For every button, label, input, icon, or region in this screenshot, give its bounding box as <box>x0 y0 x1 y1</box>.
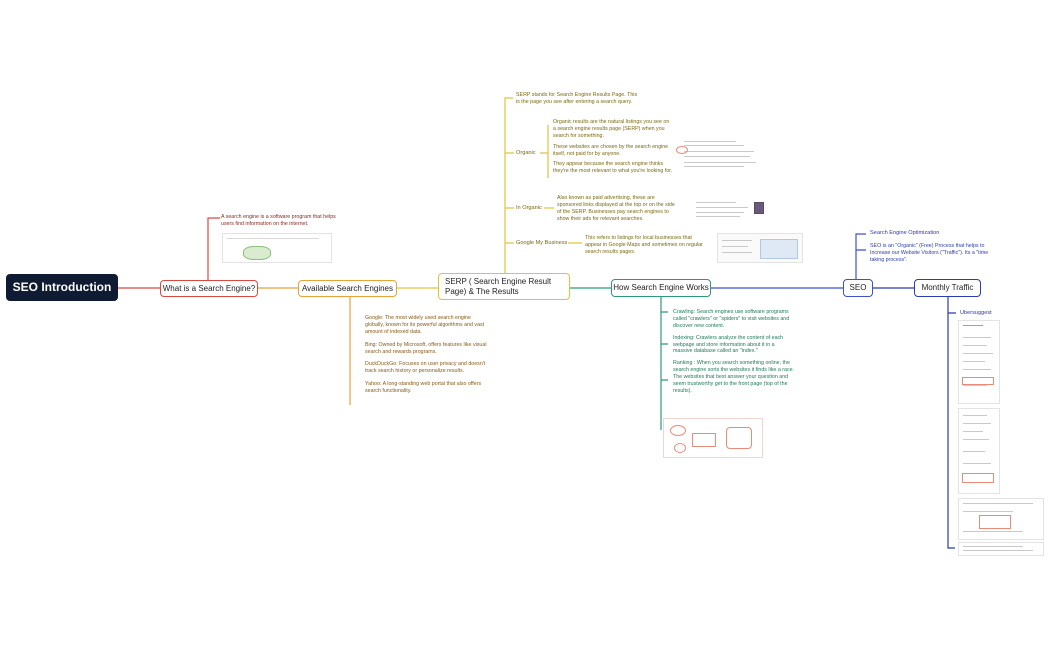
engine-note-bing: Bing: Owned by Microsoft, offers feature… <box>365 341 487 355</box>
engine-note-yahoo: Yahoo: A long-standing web portal that a… <box>365 381 482 394</box>
monthly-traffic-node[interactable]: Monthly Traffic <box>914 279 981 297</box>
how-note-ranking: Ranking : When you search something onli… <box>673 360 795 394</box>
organic-notes: Organic results are the natural listings… <box>553 119 673 175</box>
seo-description: SEO is an "Organic" (Free) Process that … <box>870 243 989 263</box>
engine-note-duckduckgo: DuckDuckGo: Focuses on user privacy and … <box>365 361 486 375</box>
ubersuggest-label[interactable]: Ubersuggest <box>960 310 992 316</box>
in-organic-thumbnail <box>682 196 768 222</box>
gmb-thumbnail <box>717 233 803 263</box>
gmb-note: This refers to listings for local busine… <box>585 235 703 255</box>
connector-organic-notes <box>540 125 549 178</box>
organic-note-2: These websites are chosen by the search … <box>553 143 669 157</box>
organic-thumbnail <box>676 131 766 171</box>
connector-how-notes <box>660 297 668 430</box>
connector-seo-notes <box>855 233 866 280</box>
serp-node[interactable]: SERP ( Search Engine Result Page) & The … <box>438 273 570 300</box>
organic-note-1: Organic results are the natural listings… <box>553 119 670 139</box>
in-organic-label[interactable]: In Organic <box>516 205 542 211</box>
available-search-engines-node[interactable]: Available Search Engines <box>298 280 397 297</box>
gmb-label[interactable]: Google My Business <box>516 240 568 246</box>
organic-label[interactable]: Organic <box>516 150 536 156</box>
how-search-engine-works-node[interactable]: How Search Engine Works <box>611 279 711 297</box>
how-sketch-thumbnail <box>663 418 763 458</box>
engine-notes: Google: The most widely used search engi… <box>365 315 487 395</box>
seo-fullform: Search Engine Optimization <box>870 230 940 236</box>
ubersuggest-screenshot-1 <box>958 320 1000 404</box>
how-note-indexing: Indexing: Crawlers analyze the content o… <box>673 334 784 355</box>
root-node[interactable]: SEO Introduction <box>6 274 118 301</box>
what-note: A search engine is a software program th… <box>221 214 336 227</box>
ubersuggest-screenshot-2 <box>958 408 1000 494</box>
connector-traffic-children <box>947 296 956 549</box>
connector-serp-children <box>504 97 514 275</box>
what-is-search-engine-node[interactable]: What is a Search Engine? <box>160 280 258 297</box>
seo-node[interactable]: SEO <box>843 279 873 297</box>
in-organic-note: Also known as paid advertising, these ar… <box>557 195 675 222</box>
how-note-crawling: Crawling: Search engines use software pr… <box>673 309 790 329</box>
serp-intro-note: SERP stands for Search Engine Results Pa… <box>516 92 638 105</box>
what-thumbnail <box>222 233 332 263</box>
how-notes: Crawling: Search engines use software pr… <box>673 309 795 395</box>
engine-note-google: Google: The most widely used search engi… <box>365 315 485 335</box>
ubersuggest-screenshot-3 <box>958 498 1044 540</box>
connector-what-note <box>207 217 220 280</box>
ubersuggest-screenshot-4 <box>958 542 1044 556</box>
organic-note-3: They appear because the search engine th… <box>553 161 673 175</box>
